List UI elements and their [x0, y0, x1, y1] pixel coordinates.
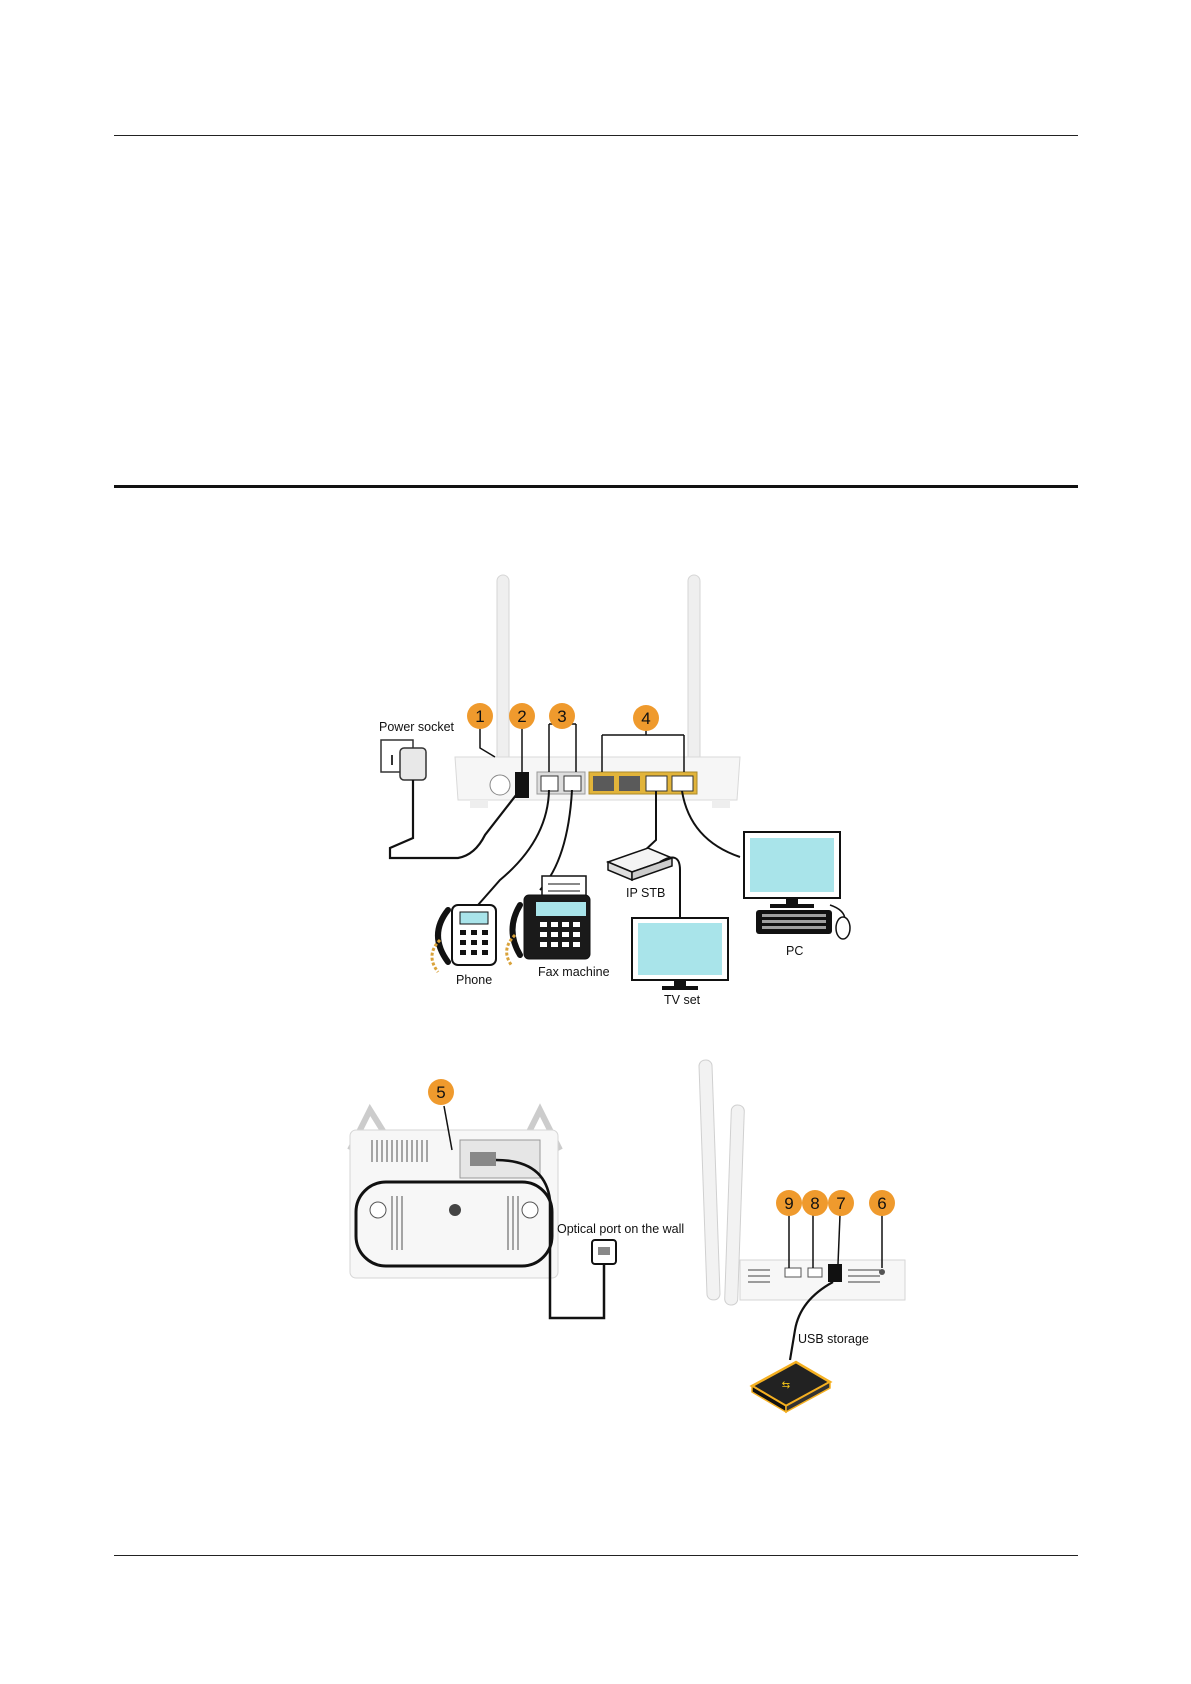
tel-port-2	[564, 776, 581, 791]
ip-stb-icon	[608, 848, 672, 880]
callout-5: 5	[428, 1079, 454, 1105]
svg-text:6: 6	[877, 1194, 886, 1213]
svg-text:2: 2	[517, 707, 526, 726]
screw-hole-right	[522, 1202, 538, 1218]
fax-machine-icon	[507, 876, 590, 966]
lan-port-4	[672, 776, 693, 791]
side-view-diagram: 9 8 7 6 ⇆ USB storage	[699, 1060, 905, 1412]
phone-icon	[432, 905, 496, 972]
svg-text:⇆: ⇆	[782, 1380, 790, 1391]
tel-port-1	[541, 776, 558, 791]
callout-6: 6	[869, 1190, 895, 1216]
optical-wall-port-icon	[592, 1240, 616, 1264]
ip-stb-label: IP STB	[626, 886, 665, 900]
callout-1: 1	[467, 703, 493, 729]
side-antenna-1	[699, 1060, 720, 1300]
svg-text:1: 1	[475, 707, 484, 726]
usb-storage-label: USB storage	[798, 1332, 869, 1346]
svg-text:5: 5	[436, 1083, 445, 1102]
optical-port-label: Optical port on the wall	[557, 1222, 684, 1236]
pc-label: PC	[786, 944, 803, 958]
left-antenna	[497, 575, 509, 765]
pc-icon	[744, 832, 850, 939]
fax-machine-label: Fax machine	[538, 965, 610, 979]
reset-hole	[879, 1269, 885, 1275]
right-antenna	[688, 575, 700, 765]
usb-port	[828, 1264, 842, 1282]
bottom-view-diagram: 5 Optical port on the wall	[350, 1079, 684, 1318]
svg-text:3: 3	[557, 707, 566, 726]
wps-button	[785, 1268, 801, 1277]
screw-hole-left	[370, 1202, 386, 1218]
power-socket	[381, 740, 426, 780]
router-side	[740, 1260, 905, 1300]
callout-4: 4	[633, 705, 659, 731]
phone-cable	[478, 790, 549, 905]
power-socket-label: Power socket	[379, 720, 455, 734]
tv-set-icon	[632, 918, 728, 990]
callout-7: 7	[828, 1190, 854, 1216]
stb-cable	[640, 791, 656, 855]
svg-text:7: 7	[836, 1194, 845, 1213]
svg-text:4: 4	[641, 709, 650, 728]
lan-port-3	[646, 776, 667, 791]
pc-cable	[682, 791, 740, 857]
power-button	[490, 775, 510, 795]
center-mount	[449, 1204, 461, 1216]
lan-port-2	[619, 776, 640, 791]
svg-text:8: 8	[810, 1194, 819, 1213]
wlan-button	[808, 1268, 822, 1277]
callout-8: 8	[802, 1190, 828, 1216]
svg-text:9: 9	[784, 1194, 793, 1213]
callout-9: 9	[776, 1190, 802, 1216]
back-panel-diagram: 1 2 3 4 Power socket	[379, 575, 850, 1007]
callout-3: 3	[549, 703, 575, 729]
usb-storage-icon: ⇆	[752, 1362, 830, 1412]
lan-port-1	[593, 776, 614, 791]
fax-cable	[540, 790, 572, 890]
tv-set-label: TV set	[664, 993, 701, 1007]
callout-2: 2	[509, 703, 535, 729]
phone-label: Phone	[456, 973, 492, 987]
